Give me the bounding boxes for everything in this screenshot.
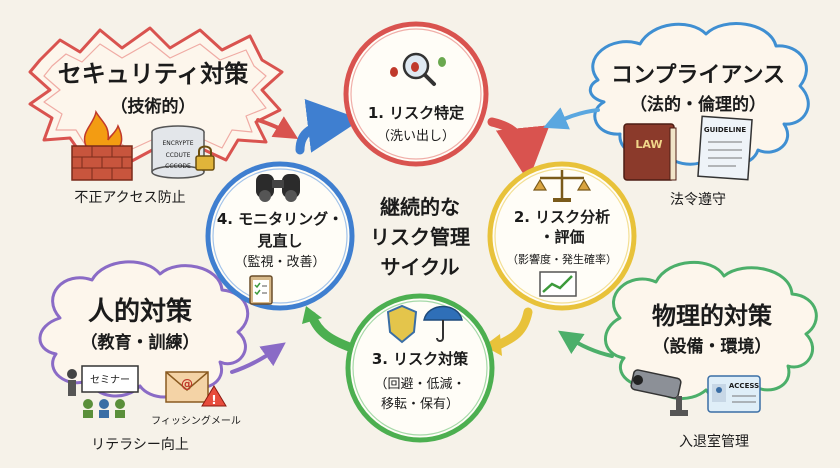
physical-cloud-subtitle: （設備・環境）: [653, 336, 772, 357]
arrow-3-to-4: [307, 311, 357, 353]
step-1-title: 1. リスク特定: [368, 104, 464, 122]
seminar-label: セミナー: [90, 374, 130, 386]
human-caption: リテラシー向上: [91, 437, 189, 453]
physical-cloud-title: 物理的対策: [652, 302, 773, 330]
law-book-icon: LAW: [623, 123, 677, 181]
guideline-label: GUIDELINE: [704, 126, 747, 134]
human-cloud-subtitle: （教育・訓練）: [81, 332, 200, 353]
step-2-circle: 2. リスク分析 ・評価 （影響度・発生確率）: [487, 161, 637, 311]
human-cloud-title: 人的対策: [88, 296, 192, 327]
guideline-document-icon: GUIDELINE: [697, 115, 753, 181]
firewall-icon: [71, 109, 133, 181]
center-title: 継続的な リスク管理 サイクル: [370, 195, 470, 279]
step-2-title: 2. リスク分析: [514, 208, 610, 226]
phishing-label: フィッシングメール: [151, 414, 241, 427]
security-cloud-subtitle: （技術的）: [111, 96, 196, 117]
step-4-subtitle: （監視・改善）: [234, 254, 325, 270]
arrow-2-to-3-head: [484, 334, 502, 356]
shield-umbrella-icon: [386, 304, 463, 344]
step-4-circle: 4. モニタリング・ 見直し （監視・改善）: [205, 161, 355, 311]
center-title-line1: 継続的な: [380, 195, 460, 219]
step-1-circle: 1. リスク特定 （洗い出し）: [343, 21, 489, 167]
chart-icon: [539, 271, 577, 297]
seminar-icon: セミナー: [67, 365, 139, 418]
arrow-security-to-cycle: [256, 116, 299, 139]
step-3-subtitle: （回避・低減・: [374, 376, 465, 392]
compliance-cloud-title: コンプライアンス: [611, 63, 785, 88]
step-3-subtitle-line2: 移転・保有）: [381, 397, 459, 412]
access-card-icon: ACCESS: [707, 375, 761, 413]
db-label-2: CCDUTE: [166, 152, 191, 159]
at-symbol: @: [181, 377, 193, 391]
encrypted-database-icon: ENCRYPTE CCDUTE CCCODE: [151, 125, 215, 179]
physical-caption: 入退室管理: [679, 433, 749, 450]
arrow-physical-to-cycle: [558, 330, 614, 358]
magnifier-bug-icon: [390, 52, 446, 86]
step-1-subtitle: （洗い出し）: [377, 129, 455, 144]
access-card-label: ACCESS: [729, 382, 759, 390]
clipboard-icon: [249, 275, 273, 305]
compliance-cloud: コンプライアンス （法的・倫理的）: [588, 22, 810, 166]
phishing-email-icon: @ !: [165, 371, 227, 407]
warning-mark: !: [211, 393, 216, 407]
step-3-title: 3. リスク対策: [372, 350, 469, 368]
law-book-label: LAW: [635, 138, 662, 151]
human-cloud: 人的対策 （教育・訓練）: [38, 260, 250, 399]
security-cloud-title: セキュリティ対策: [58, 60, 250, 88]
center-title-line2: リスク管理: [370, 225, 470, 249]
security-camera-icon: [630, 369, 688, 416]
arrow-compliance-to-cycle: [543, 107, 600, 130]
compliance-caption: 法令遵守: [670, 191, 726, 208]
arrow-1-to-2: [487, 117, 550, 182]
arrow-3-to-4-head: [302, 306, 322, 324]
binoculars-icon: [256, 174, 300, 202]
step-4-title-line2: 見直し: [256, 232, 302, 250]
scale-icon: [532, 170, 592, 202]
step-3-circle: 3. リスク対策 （回避・低減・ 移転・保有）: [345, 293, 495, 443]
compliance-cloud-subtitle: （法的・倫理的）: [630, 94, 766, 115]
step-2-subtitle: （影響度・発生確率）: [507, 252, 617, 266]
security-caption: 不正アクセス防止: [74, 190, 185, 206]
arrow-2-to-3: [491, 307, 533, 351]
center-title-line3: サイクル: [381, 255, 460, 279]
step-4-title: 4. モニタリング・: [217, 210, 343, 228]
db-label-1: ENCRYPTE: [163, 140, 194, 147]
arrow-human-to-cycle: [230, 342, 286, 374]
arrow-4-to-1: [295, 99, 362, 155]
db-label-3: CCCODE: [165, 163, 191, 170]
step-2-title-line2: ・評価: [539, 228, 584, 246]
